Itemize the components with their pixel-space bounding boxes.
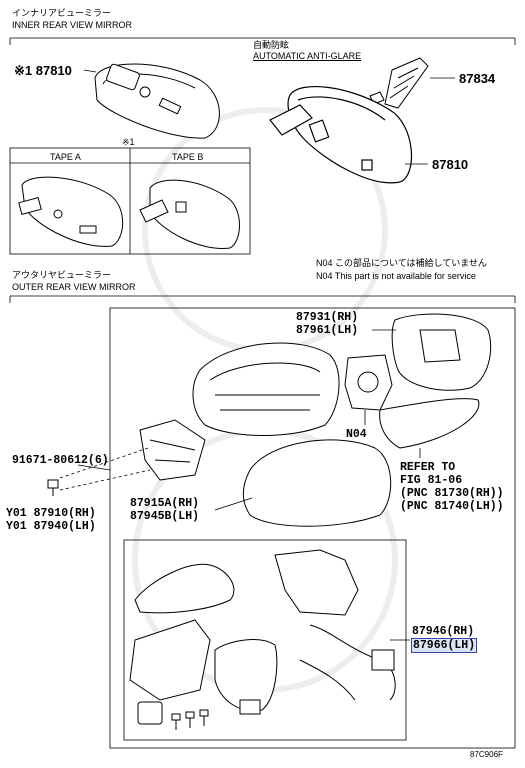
- anti-glare-mirror-drawing: [269, 85, 413, 184]
- refer-text-4: (PNC 81740(LH)): [400, 500, 504, 513]
- mirror-housing-drawing: [139, 342, 340, 481]
- part-87946-rh[interactable]: 87946(RH): [412, 625, 475, 638]
- inner-section-frame: [9, 37, 516, 45]
- refer-text-2[interactable]: FIG 81-06: [400, 474, 463, 487]
- mount-bracket-drawing: [369, 57, 429, 109]
- screws-drawing: [171, 709, 209, 730]
- part-87945b-lh[interactable]: 87945B(LH): [130, 510, 200, 523]
- part-91671-bolt[interactable]: 91671-80612(6): [12, 454, 109, 467]
- inner-title-jp: インナリアビューミラー: [12, 8, 112, 18]
- part-87931-rh[interactable]: 87931(RH): [296, 311, 359, 324]
- outer-title-jp: アウタリヤビューミラー: [12, 270, 112, 280]
- inner-title-en: INNER REAR VIEW MIRROR: [12, 20, 133, 30]
- tape-table: [9, 147, 251, 255]
- notice-en: N04 This part is not available for servi…: [316, 271, 476, 281]
- anti-glare-jp: 自動防眩: [253, 40, 290, 50]
- part-87834[interactable]: 87834: [459, 71, 496, 86]
- refer-text-3: (PNC 81730(RH)): [400, 487, 504, 500]
- part-87961-lh[interactable]: 87961(LH): [296, 324, 359, 337]
- notice-jp: N04 この部品については補給していません: [316, 258, 488, 268]
- turn-signal-lamp-drawing: [379, 398, 480, 449]
- part-87966-lh-highlighted[interactable]: 87966(LH): [411, 638, 478, 653]
- part-87810[interactable]: 87810: [432, 157, 469, 172]
- outer-section-frame: [9, 295, 516, 303]
- bolt-drawing: [47, 479, 59, 496]
- outer-mirror-frame: [109, 307, 516, 749]
- part-87910-rh[interactable]: Y01 87910(RH): [6, 507, 96, 520]
- tape-note-mark: ※1: [122, 137, 135, 147]
- sub-assembly-drawing: [129, 549, 396, 725]
- mirror-cover-drawing: [242, 439, 392, 527]
- inner-mirror-drawing: [94, 63, 220, 139]
- tape-a-label: TAPE A: [50, 152, 81, 162]
- tape-b-label: TAPE B: [172, 152, 204, 162]
- figure-code: 87C906F: [470, 750, 503, 759]
- n04-label: N04: [346, 428, 367, 441]
- anti-glare-en: AUTOMATIC ANTI-GLARE: [253, 51, 362, 61]
- refer-text-1: REFER TO: [400, 461, 456, 474]
- actuator-drawing: [344, 354, 393, 411]
- part-87810-marked[interactable]: ※1 87810: [14, 63, 72, 78]
- tape-a-mirror-drawing: [18, 176, 124, 247]
- mirror-glass-drawing: [391, 313, 492, 391]
- tape-b-mirror-drawing: [139, 179, 240, 249]
- part-87915a-rh[interactable]: 87915A(RH): [130, 497, 200, 510]
- outer-title-en: OUTER REAR VIEW MIRROR: [12, 282, 136, 292]
- part-87940-lh[interactable]: Y01 87940(LH): [6, 520, 96, 533]
